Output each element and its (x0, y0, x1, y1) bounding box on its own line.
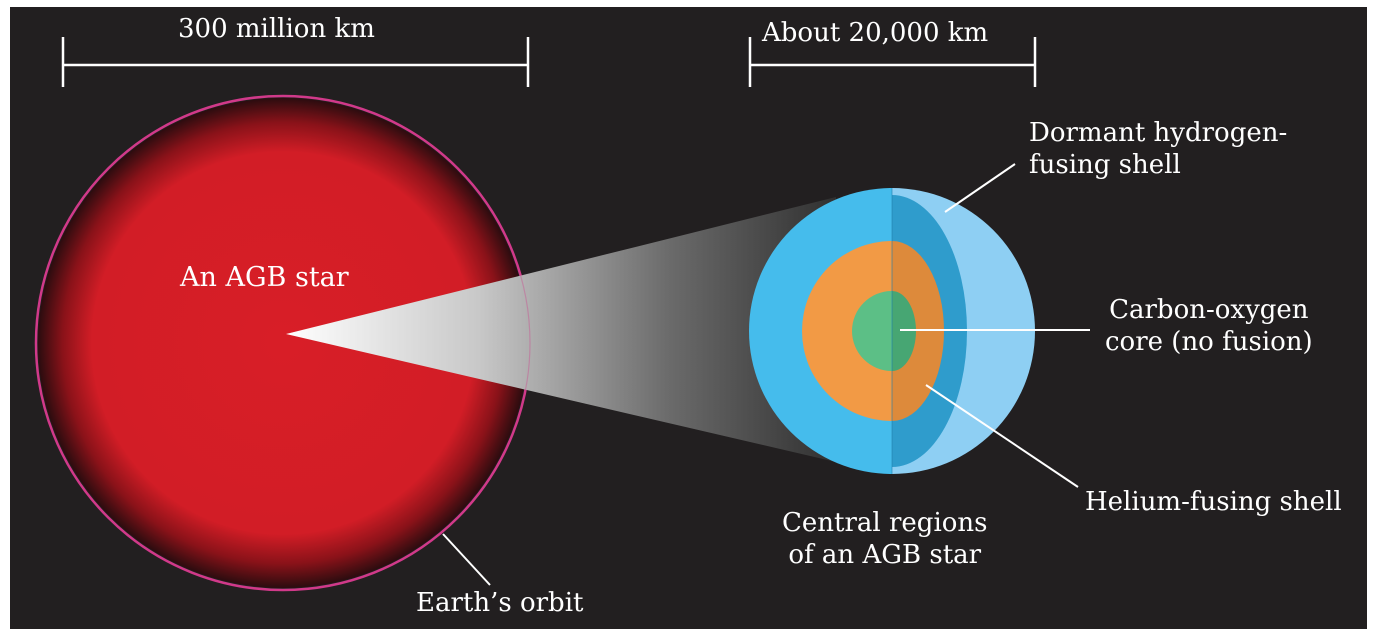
scale-bar-left (61, 37, 530, 87)
agb-star (38, 98, 528, 588)
carbon-core-label: Carbon-oxygen core (no fusion) (1105, 294, 1313, 358)
earth-orbit-label: Earth’s orbit (416, 588, 584, 618)
diagram-graphics (34, 37, 1090, 592)
scale-label-right: About 20,000 km (762, 18, 989, 48)
leader-helium-shell (925, 384, 1079, 488)
scale-bar-right (748, 37, 1037, 87)
central-regions-label: Central regions of an AGB star (782, 507, 988, 571)
scale-label-left: 300 million km (178, 14, 375, 44)
carbon-core-label-line2: core (no fusion) (1105, 327, 1313, 357)
dormant-shell-label-line2: fusing shell (1029, 150, 1181, 180)
central-regions-label-line2: of an AGB star (788, 540, 982, 570)
agb-star-label: An AGB star (180, 262, 349, 293)
leader-dormant-shell (944, 163, 1016, 213)
central-regions-label-line1: Central regions (782, 508, 988, 538)
diagram-canvas: 300 million km About 20,000 km An AGB st… (10, 7, 1367, 629)
helium-shell-label: Helium-fusing shell (1085, 487, 1342, 517)
dormant-shell-label: Dormant hydrogen- fusing shell (1029, 117, 1287, 181)
carbon-core-label-line1: Carbon-oxygen (1109, 295, 1309, 325)
dormant-shell-label-line1: Dormant hydrogen- (1029, 118, 1288, 148)
zoom-cone (286, 197, 836, 462)
leader-earth-orbit (442, 533, 491, 586)
